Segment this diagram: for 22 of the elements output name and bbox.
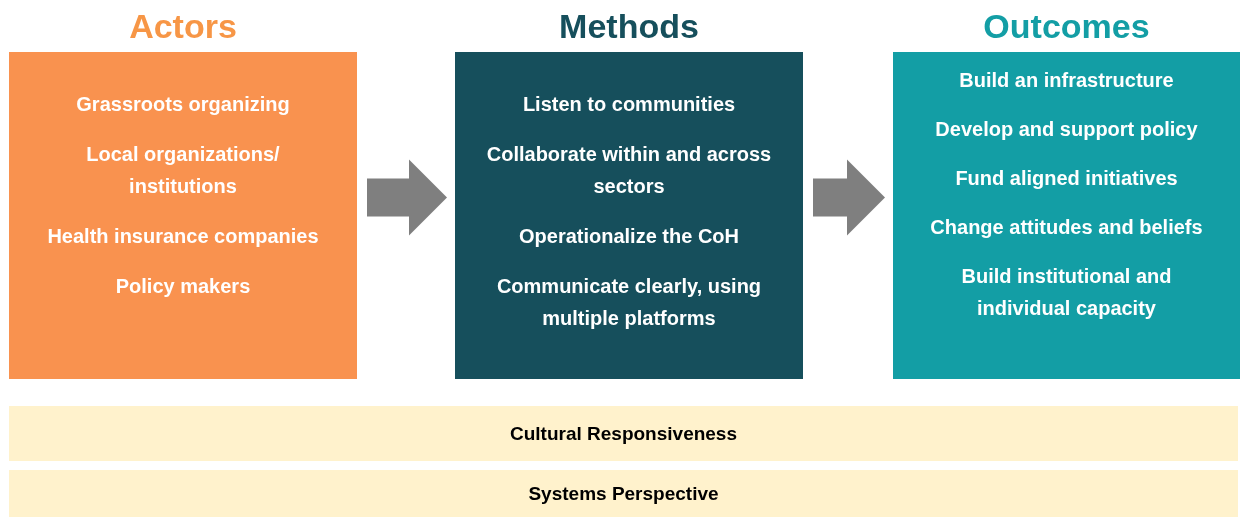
list-item: Health insurance companies bbox=[47, 224, 319, 249]
list-item: Collaborate within and across sectors bbox=[485, 142, 773, 199]
list-item: Policy makers bbox=[115, 274, 251, 299]
list-item: Fund aligned initiatives bbox=[955, 166, 1178, 191]
block-arrow bbox=[367, 159, 447, 236]
list-item: Grassroots organizing bbox=[76, 92, 290, 117]
principle-band bbox=[9, 470, 1238, 517]
list-item: Local organizations/ institutions bbox=[85, 142, 281, 199]
list-item: Develop and support policy bbox=[935, 117, 1198, 142]
column-heading: Outcomes bbox=[982, 6, 1151, 46]
column-heading: Actors bbox=[128, 6, 238, 46]
list-item: Listen to communities bbox=[522, 92, 736, 117]
column-heading: Methods bbox=[558, 6, 700, 46]
list-item: Build institutional and individual capacity bbox=[960, 264, 1173, 321]
list-item: Build an infrastructure bbox=[959, 68, 1174, 93]
band-label: Cultural Responsiveness bbox=[510, 422, 737, 445]
block-arrow bbox=[813, 159, 885, 236]
list-item: Operationalize the CoH bbox=[519, 224, 739, 249]
list-item: Communicate clearly, using multiple platforms bbox=[495, 274, 763, 331]
principle-band bbox=[9, 406, 1238, 461]
list-item: Change attitudes and beliefs bbox=[930, 215, 1203, 240]
band-label: Systems Perspective bbox=[528, 482, 719, 505]
